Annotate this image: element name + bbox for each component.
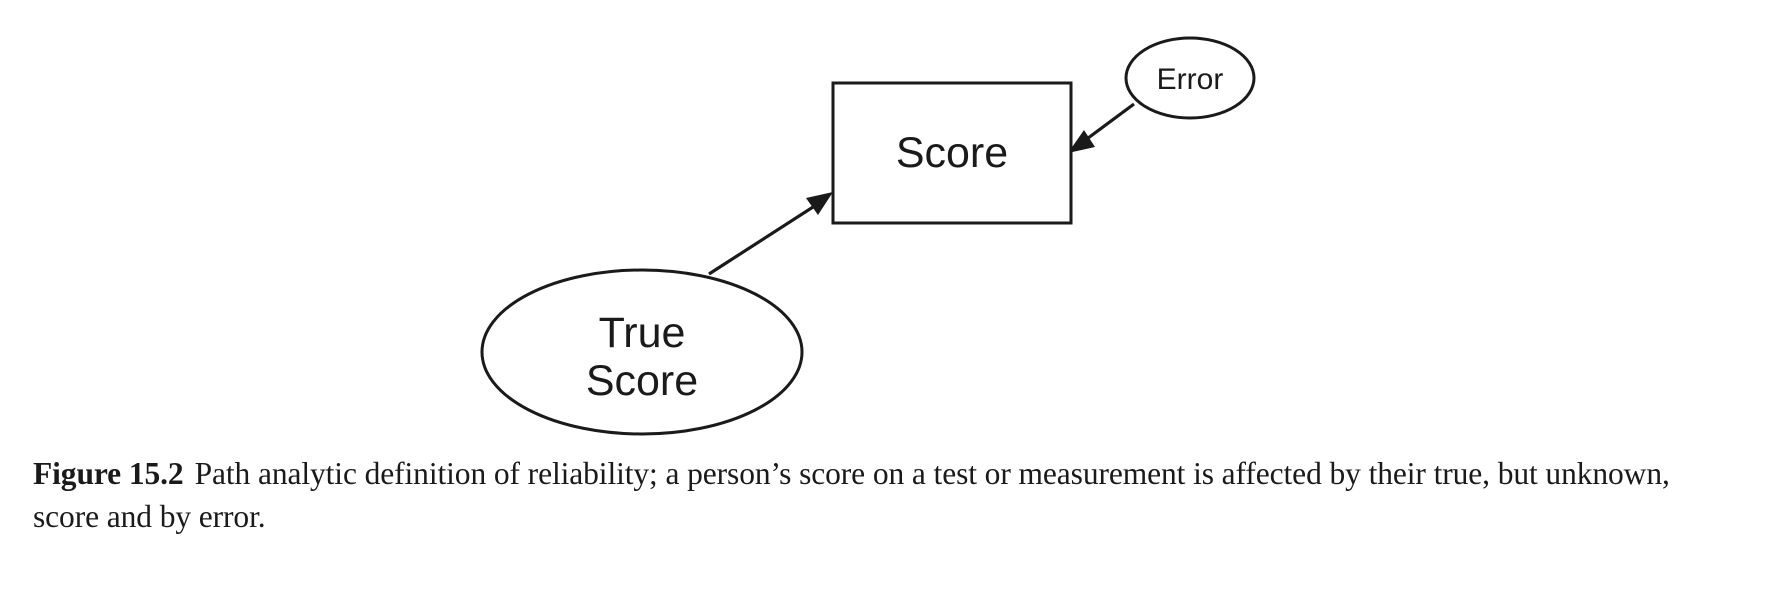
- node-error[interactable]: Error: [1124, 36, 1256, 120]
- error-ellipse[interactable]: [1124, 36, 1256, 120]
- edge-line-true-score-to-score: [708, 196, 828, 276]
- arrow-head-into-score-left: [806, 192, 833, 215]
- score-label: Score: [896, 129, 1008, 177]
- score-rectangle[interactable]: [831, 81, 1073, 225]
- edge-true-score-to-score: [708, 192, 833, 276]
- caption-text: Path analytic definition of reliability;…: [33, 456, 1670, 534]
- edge-error-to-score: [1068, 102, 1135, 153]
- node-true-score[interactable]: True Score: [480, 268, 804, 436]
- node-score[interactable]: Score: [831, 81, 1073, 225]
- caption-figure-number: Figure 15.2: [33, 456, 184, 491]
- arrow-head-into-score-right: [1068, 130, 1095, 153]
- true-score-ellipse[interactable]: [480, 268, 804, 436]
- error-label: Error: [1157, 63, 1224, 96]
- true-score-label-line-1: True: [599, 309, 686, 357]
- path-diagram: Score True Score Error: [480, 36, 1256, 436]
- true-score-label-line-2: Score: [586, 357, 698, 405]
